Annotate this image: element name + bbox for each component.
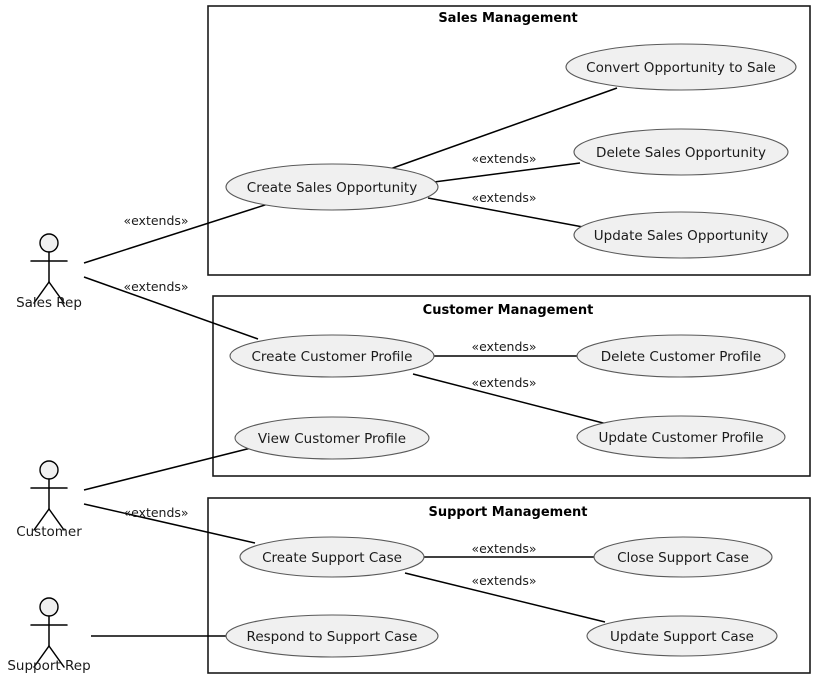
actor-customer[interactable]: Customer: [16, 460, 82, 540]
connection-create-sales-opportunity-to-convert-opportunity: [389, 87, 618, 170]
extends-label-create-sales-opportunity-to-delete-sales-opportunity: «extends»: [471, 151, 536, 166]
usecase-convert-opportunity-to-sale[interactable]: Convert Opportunity to Sale: [565, 43, 797, 91]
connection-create-sales-opportunity-to-update-sales-opportunity: [427, 197, 584, 228]
usecase-label-convert-opportunity-to-sale: Convert Opportunity to Sale: [586, 60, 776, 76]
usecase-ellipse-delete-sales-opportunity[interactable]: [573, 128, 789, 176]
connection-create-support-case-to-update-support-case: [404, 572, 606, 623]
usecase-ellipse-delete-customer-profile[interactable]: [576, 334, 786, 378]
usecase-label-create-support-case: Create Support Case: [262, 550, 402, 566]
actor-head-customer: [39, 460, 59, 480]
connection-sales-rep-to-create-customer-profile: [83, 276, 259, 340]
usecase-ellipse-update-customer-profile[interactable]: [576, 415, 786, 459]
connection-customer-to-create-support-case: [83, 503, 256, 544]
package-title-support-management: Support Management: [428, 505, 587, 520]
usecase-ellipse-respond-to-support-case[interactable]: [225, 614, 439, 658]
actor-leg-left-customer: [33, 508, 50, 531]
package-title-sales-management: Sales Management: [438, 11, 577, 26]
extends-labels-layer: «extends» «extends» «extends» «extends» «ext…: [123, 151, 536, 588]
extends-label-create-customer-profile-to-delete-customer-profile: «extends»: [471, 339, 536, 354]
extends-label-create-support-case-to-update-support-case: «extends»: [471, 573, 536, 588]
package-title-customer-management: Customer Management: [423, 303, 594, 318]
actor-head-support-rep: [39, 597, 59, 617]
extends-label-create-sales-opportunity-to-update-sales-opportunity: «extends»: [471, 190, 536, 205]
connection-create-sales-opportunity-to-delete-sales-opportunity: [433, 162, 581, 183]
usecase-label-create-sales-opportunity: Create Sales Opportunity: [247, 180, 417, 196]
extends-label-sales-rep-to-create-customer-profile: «extends»: [123, 279, 188, 294]
extends-label-sales-rep-to-create-sales-opportunity: «extends»: [123, 213, 188, 228]
usecase-respond-to-support-case[interactable]: Respond to Support Case: [225, 614, 439, 658]
usecase-create-sales-opportunity[interactable]: Create Sales Opportunity: [225, 163, 439, 211]
actor-leg-left-support-rep: [33, 645, 50, 668]
actor-leg-left-sales-rep: [33, 281, 50, 304]
usecase-create-support-case[interactable]: Create Support Case: [239, 536, 425, 578]
usecase-delete-sales-opportunity[interactable]: Delete Sales Opportunity: [573, 128, 789, 176]
extends-label-create-support-case-to-close-support-case: «extends»: [471, 541, 536, 556]
usecase-label-update-sales-opportunity: Update Sales Opportunity: [594, 228, 768, 244]
usecase-ellipse-create-sales-opportunity[interactable]: [225, 163, 439, 211]
usecase-view-customer-profile[interactable]: View Customer Profile: [234, 416, 430, 460]
usecase-update-support-case[interactable]: Update Support Case: [586, 615, 778, 657]
actor-head-sales-rep: [39, 233, 59, 253]
actor-sales-rep[interactable]: Sales Rep: [16, 233, 82, 311]
usecase-ellipse-create-customer-profile[interactable]: [229, 334, 435, 378]
usecase-label-update-customer-profile: Update Customer Profile: [598, 430, 763, 446]
usecase-update-customer-profile[interactable]: Update Customer Profile: [576, 415, 786, 459]
actor-support-rep[interactable]: Support Rep: [7, 597, 91, 674]
usecase-label-delete-customer-profile: Delete Customer Profile: [601, 349, 762, 365]
usecase-label-update-support-case: Update Support Case: [610, 629, 754, 645]
usecases-layer: Create Sales Opportunity Convert Opportun…: [225, 43, 797, 658]
usecase-close-support-case[interactable]: Close Support Case: [593, 536, 773, 578]
usecase-create-customer-profile[interactable]: Create Customer Profile: [229, 334, 435, 378]
actor-leg-right-support-rep: [48, 645, 65, 668]
actor-label-support-rep: Support Rep: [7, 658, 90, 674]
usecase-update-sales-opportunity[interactable]: Update Sales Opportunity: [573, 211, 789, 259]
usecase-label-delete-sales-opportunity: Delete Sales Opportunity: [596, 145, 766, 161]
usecase-ellipse-create-support-case[interactable]: [239, 536, 425, 578]
usecase-ellipse-close-support-case[interactable]: [593, 536, 773, 578]
connection-customer-to-view-customer-profile: [83, 447, 252, 491]
usecase-ellipse-update-support-case[interactable]: [586, 615, 778, 657]
usecase-ellipse-update-sales-opportunity[interactable]: [573, 211, 789, 259]
usecase-delete-customer-profile[interactable]: Delete Customer Profile: [576, 334, 786, 378]
extends-label-customer-to-create-support-case: «extends»: [123, 505, 188, 520]
actor-leg-right-sales-rep: [48, 281, 65, 304]
connections-layer: [83, 87, 618, 637]
usecase-ellipse-view-customer-profile[interactable]: [234, 416, 430, 460]
connection-create-customer-profile-to-update-customer-profile: [412, 373, 608, 425]
actor-label-sales-rep: Sales Rep: [16, 295, 82, 311]
usecase-label-create-customer-profile: Create Customer Profile: [252, 349, 413, 365]
usecase-label-respond-to-support-case: Respond to Support Case: [247, 629, 418, 645]
usecase-label-view-customer-profile: View Customer Profile: [258, 431, 406, 447]
extends-label-create-customer-profile-to-update-customer-profile: «extends»: [471, 375, 536, 390]
connection-sales-rep-to-create-sales-opportunity: [83, 203, 269, 264]
usecase-ellipse-convert-opportunity-to-sale[interactable]: [565, 43, 797, 91]
usecase-label-close-support-case: Close Support Case: [617, 550, 749, 566]
actor-label-customer: Customer: [16, 524, 82, 540]
actor-leg-right-customer: [48, 508, 65, 531]
